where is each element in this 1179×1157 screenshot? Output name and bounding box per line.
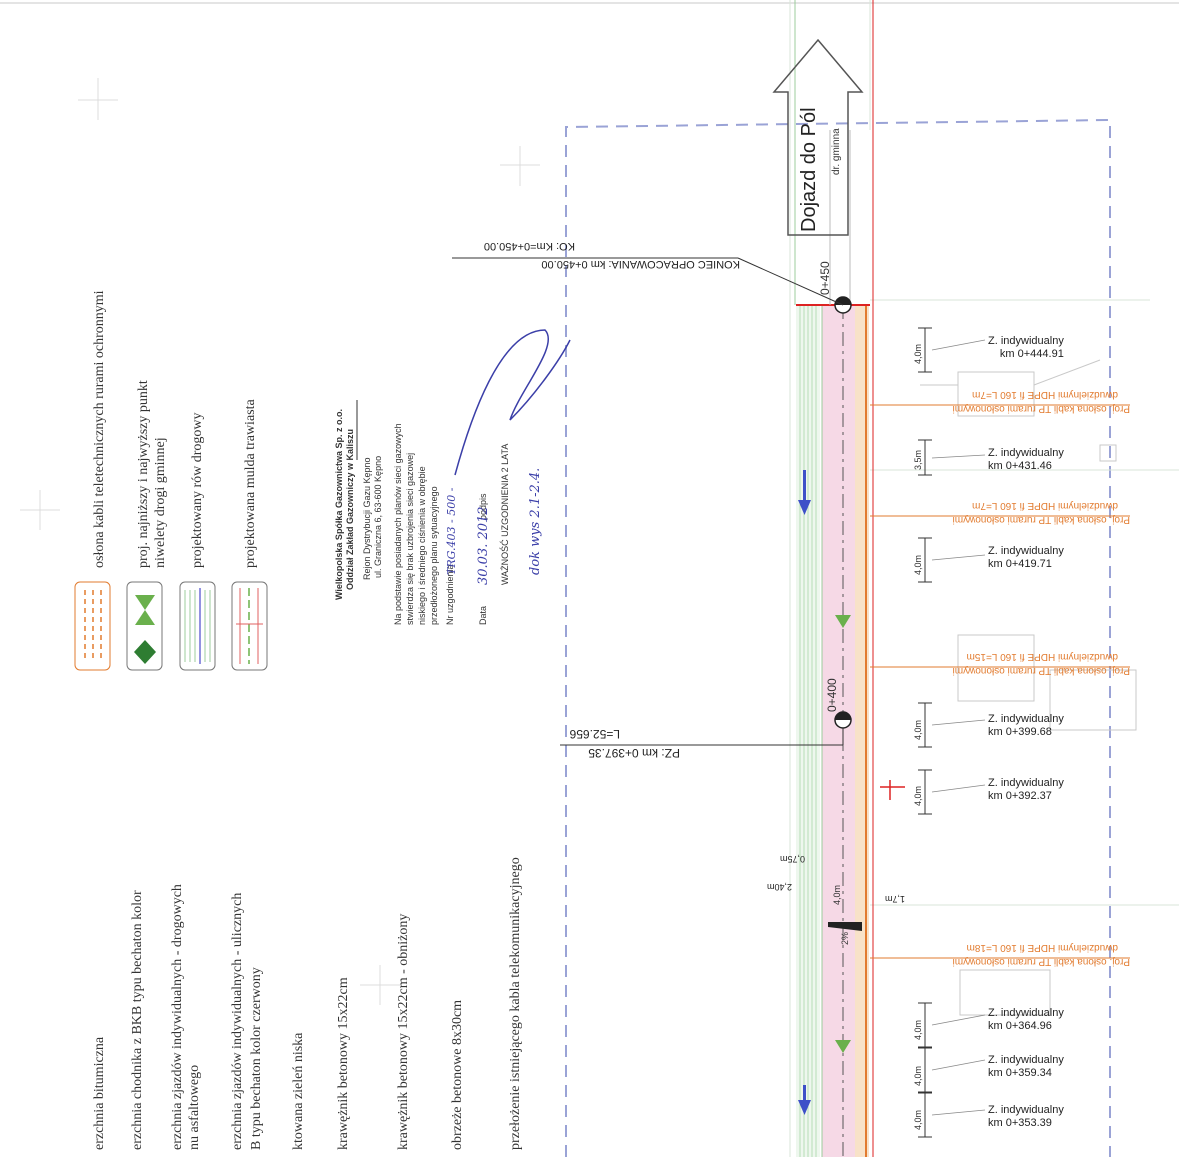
leader-lines xyxy=(452,257,844,746)
legend-cut-text: krawężnik betonowy 15x22cm xyxy=(336,977,351,1150)
legend-item-text: niwelety drogi gminnej xyxy=(153,437,168,568)
handwritten-date: 30.03. 2012 xyxy=(476,506,491,585)
driveway-km: km 0+399.68 xyxy=(988,726,1052,738)
driveway-name: Z. indywidualny xyxy=(988,1054,1064,1066)
legend-symbols xyxy=(74,581,268,671)
driveway-name: Z. indywidualny xyxy=(988,713,1064,725)
dimension-label: 4,0m xyxy=(913,785,923,806)
driveway-km: km 0+431.46 xyxy=(988,460,1052,472)
road-corridor xyxy=(794,0,874,1157)
dimension-label: 0,75m xyxy=(779,854,805,864)
level-points xyxy=(835,615,851,1053)
driveway-leaders xyxy=(931,339,986,1116)
signature-scribble xyxy=(454,329,571,476)
driveway-name: Z. indywidualny xyxy=(988,545,1064,557)
legend-cut-text: krawężnik betonowy 15x22cm - obniżony xyxy=(396,913,411,1150)
legend-cut-text: erzchnia zjazdów indywidualnych - uliczn… xyxy=(230,892,245,1150)
legend-cut-text: ktowana zieleń niska xyxy=(291,1032,306,1150)
stamp-statement: stwierdza się brak uzbrojenia sieci gazo… xyxy=(405,452,415,625)
buildings xyxy=(920,359,1137,1016)
stamp-company: Wielkopolska Spółka Gazownictwa Sp. z o.… xyxy=(334,409,344,600)
legend-cut-text: nu asfaltowego xyxy=(187,1064,202,1150)
stamp-statement: przedłożonego planu sytuacyjnego xyxy=(429,486,439,625)
legend-cut-text: erzchnia chodnika z BKB typu bechaton ko… xyxy=(130,890,145,1150)
cable-note-leaders xyxy=(870,404,1130,959)
stamp-address: ul. Graniczna 6, 63-600 Kępno xyxy=(373,455,383,578)
dimension-label: 4,0m xyxy=(913,1019,923,1040)
driveway-name: Z. indywidualny xyxy=(988,335,1064,347)
station-label: 0+400 xyxy=(825,678,839,712)
cable-note: dwudzielnymi HDPE fi 160 L=18m xyxy=(966,942,1118,953)
legend-item-text: osłona kabli teletechnicznych rurami och… xyxy=(92,290,107,568)
dimension-label: 2,40m xyxy=(766,882,792,892)
legend-cut-text: erzchnia bitumiczna xyxy=(92,1036,107,1150)
driveway-km: km 0+353.39 xyxy=(988,1117,1052,1129)
project-boundary xyxy=(565,118,1111,1157)
dimension-label: 1,7m xyxy=(884,894,905,904)
start-km-label: PZ: km 0+397.35 xyxy=(588,746,680,760)
stamp-date-label: Data xyxy=(478,605,488,625)
dimension-label: 4,0m xyxy=(913,719,923,740)
registration-marks xyxy=(20,78,540,1005)
dimension-lines xyxy=(918,327,932,1138)
stamp-statement: Na podstawie posiadanych planów sieci ga… xyxy=(393,423,403,625)
station-label: 0+450 xyxy=(818,261,832,295)
legend-cut-text: obrzeże betonowe 8x30cm xyxy=(450,999,465,1150)
stamp-statement: niskiego i średniego ciśnienia w obrębie xyxy=(417,466,427,625)
legend-cut-text: erzchnia zjazdów indywidualnych - drogow… xyxy=(170,884,185,1150)
handwritten-note: dok wys 2.1-2.4. xyxy=(528,467,543,575)
cable-note: Proj. osłona kabli TP rurami osłonowymi xyxy=(952,403,1130,414)
driveway-name: Z. indywidualny xyxy=(988,447,1064,459)
dimension-label: 3,5m xyxy=(913,449,923,470)
cable-note: Proj. osłona kabli TP rurami osłonowymi xyxy=(952,514,1130,525)
driveway-name: Z. indywidualny xyxy=(988,1007,1064,1019)
dimension-label: 4,0m xyxy=(913,1109,923,1130)
legend-item-text: proj. najniższy i najwyższy punkt xyxy=(136,380,151,568)
stamp-region: Rejon Dystrybucji Gazu Kępno xyxy=(362,457,372,580)
ko-label: KO: Km=0+450.00 xyxy=(483,240,575,252)
stamp-validity: WAŻNOŚĆ UZGODNIENIA 2 LATA xyxy=(500,443,510,585)
length-label: L=52.656 xyxy=(569,727,620,741)
culvert-icon xyxy=(828,922,862,931)
handwritten-approval-no: TRG.403 - 500 - xyxy=(445,487,458,575)
legend-cut-text: przełożenie istniejącego kabla telekomun… xyxy=(508,857,523,1150)
dimension-label: 4,0m xyxy=(913,554,923,575)
driveway-km: km 0+419.71 xyxy=(988,558,1052,570)
driveway-km: km 0+444.91 xyxy=(999,348,1064,360)
cable-note: dwudzielnymi HDPE fi 160 L=7m xyxy=(972,500,1118,511)
cable-note: dwudzielnymi HDPE fi 160 L=7m xyxy=(972,389,1118,400)
end-of-design-label: KONIEC OPRACOWANIA: km 0+450.00 xyxy=(541,258,740,270)
slope-label: 2% xyxy=(840,931,850,945)
dimension-label: 4,0m xyxy=(913,1065,923,1086)
driveway-km: km 0+364.96 xyxy=(988,1020,1052,1032)
cable-note: Proj. osłona kabli TP rurami osłonowymi xyxy=(952,665,1130,676)
road-label: dr. gminna xyxy=(831,128,842,175)
driveway-km: km 0+359.34 xyxy=(988,1067,1052,1079)
cable-note: Proj. osłona kabli TP rurami osłonowymi xyxy=(952,956,1130,967)
direction-label: Dojazd do Pól xyxy=(798,107,820,232)
stamp-department: Oddział Zakład Gazowniczy w Kaliszu xyxy=(345,428,355,590)
dimension-label: 4,0m xyxy=(913,343,923,364)
direction-arrow xyxy=(772,38,864,236)
flow-arrows xyxy=(798,470,811,1115)
legend-item-text: projektowany rów drogowy xyxy=(190,412,205,568)
legend-item-text: projektowana mulda trawiasta xyxy=(243,399,258,568)
driveway-km: km 0+392.37 xyxy=(988,790,1052,802)
dimension-label: 4,0m xyxy=(832,884,842,905)
driveway-name: Z. indywidualny xyxy=(988,777,1064,789)
legend-cut-text: B typu bechaton kolor czerwony xyxy=(249,967,264,1150)
red-marker xyxy=(880,780,905,800)
driveway-name: Z. indywidualny xyxy=(988,1104,1064,1116)
parcel-lines xyxy=(789,0,1179,1157)
cable-note: dwudzielnymi HDPE fi 160 L=15m xyxy=(966,651,1118,662)
